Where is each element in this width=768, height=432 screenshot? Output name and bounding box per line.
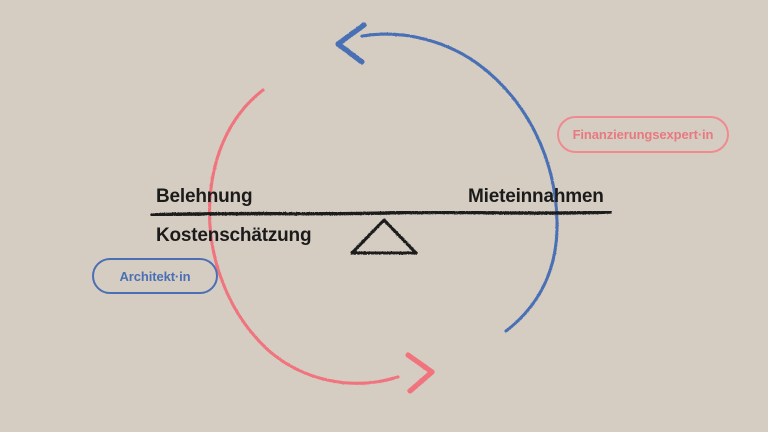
pink-arrow-head [405, 352, 435, 394]
balance-beam [150, 210, 612, 217]
badge-finanzierungsexpert-label: Finanzierungsexpert·in [572, 127, 714, 142]
label-belehnung: Belehnung [156, 186, 253, 207]
label-kostenschaetzung: Kostenschätzung [156, 225, 312, 246]
badge-finanzierungsexpert[interactable]: Finanzierungsexpert·in [557, 116, 729, 153]
badge-architekt[interactable]: Architekt·in [92, 258, 218, 294]
label-mieteinnahmen: Mieteinnahmen [468, 186, 604, 207]
fulcrum-triangle [350, 218, 418, 255]
badge-architekt-label: Architekt·in [119, 268, 191, 284]
pink-loop-arc [207, 88, 400, 385]
blue-loop-arc [360, 32, 559, 333]
blue-arrow-head [335, 22, 367, 65]
